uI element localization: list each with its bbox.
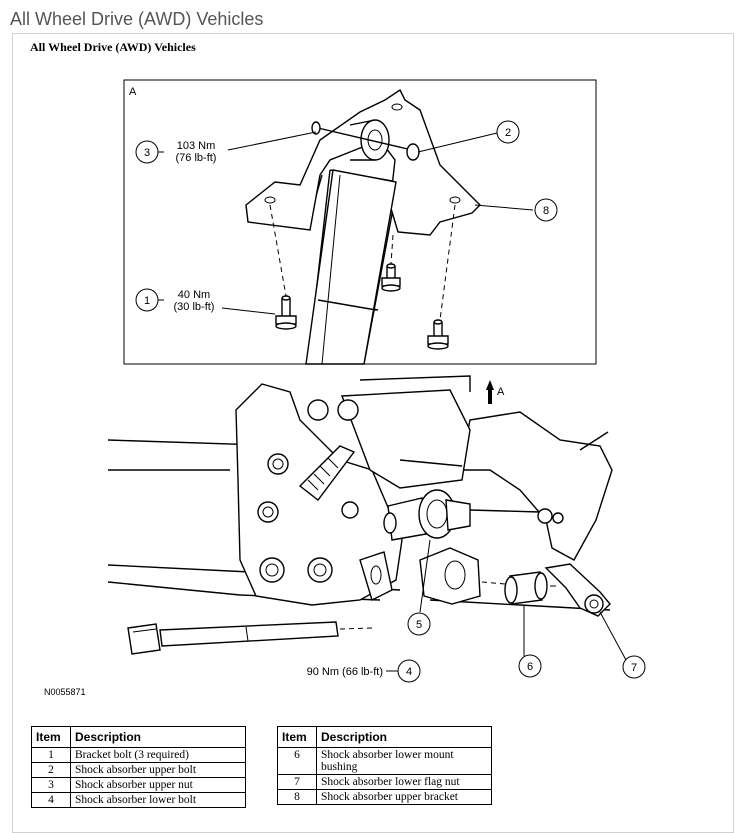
svg-text:6: 6 bbox=[527, 661, 533, 673]
document-heading: All Wheel Drive (AWD) Vehicles bbox=[30, 40, 196, 54]
bracket-bolt bbox=[275, 295, 297, 330]
callout-7: 7 bbox=[622, 655, 646, 679]
callout-1: 1 bbox=[135, 288, 159, 312]
bracket-bolt bbox=[381, 263, 401, 292]
main-suspension-drawing bbox=[107, 375, 613, 611]
item-description: Bracket bolt (3 required) bbox=[70, 747, 246, 763]
legend-table-right: Item Description 6 Shock absorber lower … bbox=[277, 726, 492, 805]
item-description: Shock absorber upper bracket bbox=[316, 789, 492, 805]
item-description: Shock absorber upper bolt bbox=[70, 762, 246, 778]
item-description: Shock absorber lower bolt bbox=[70, 792, 246, 808]
view-arrow-label: A bbox=[497, 386, 505, 398]
torque-item3-nm: 103 Nm bbox=[177, 140, 216, 152]
item-number: 8 bbox=[277, 789, 317, 805]
svg-text:7: 7 bbox=[631, 662, 637, 674]
item-description: Shock absorber upper nut bbox=[70, 777, 246, 793]
svg-text:8: 8 bbox=[543, 205, 549, 217]
callout-4: 4 bbox=[397, 659, 421, 683]
item-number: 7 bbox=[277, 774, 317, 790]
table-row: 3 Shock absorber upper nut bbox=[31, 777, 246, 793]
figure-id: N0055871 bbox=[44, 687, 86, 697]
svg-text:4: 4 bbox=[406, 666, 412, 678]
lower-mount-bushing bbox=[481, 571, 548, 605]
detail-shock-absorber-drawing bbox=[245, 88, 481, 365]
table-row: 2 Shock absorber upper bolt bbox=[31, 762, 246, 778]
table-row: 8 Shock absorber upper bracket bbox=[277, 789, 492, 805]
table-row: 4 Shock absorber lower bolt bbox=[31, 792, 246, 808]
legend-header-description: Description bbox=[316, 726, 492, 748]
bracket-bolt bbox=[427, 319, 449, 350]
callout-6: 6 bbox=[518, 654, 542, 678]
item-description: Shock absorber lower mount bushing bbox=[316, 747, 492, 775]
legend-table-left: Item Description 1 Bracket bolt (3 requi… bbox=[31, 726, 246, 808]
legend-header-item: Item bbox=[31, 726, 71, 748]
svg-text:1: 1 bbox=[144, 295, 150, 307]
callout-3: 3 bbox=[135, 140, 159, 164]
svg-text:2: 2 bbox=[505, 127, 511, 139]
table-row: 6 Shock absorber lower mount bushing bbox=[277, 747, 492, 775]
table-row: 1 Bracket bolt (3 required) bbox=[31, 747, 246, 763]
item-number: 6 bbox=[277, 747, 317, 775]
torque-item4: 90 Nm (66 lb-ft) bbox=[307, 666, 383, 678]
legend-header-description: Description bbox=[70, 726, 246, 748]
torque-item1-lbft: (30 lb-ft) bbox=[174, 301, 215, 313]
svg-text:5: 5 bbox=[416, 619, 422, 631]
legend-header-item: Item bbox=[277, 726, 317, 748]
item-number: 2 bbox=[31, 762, 71, 778]
torque-item1-nm: 40 Nm bbox=[178, 289, 210, 301]
svg-text:3: 3 bbox=[144, 147, 150, 159]
item-number: 4 bbox=[31, 792, 71, 808]
table-row: 7 Shock absorber lower flag nut bbox=[277, 774, 492, 790]
callout-2: 2 bbox=[496, 120, 520, 144]
torque-item3-lbft: (76 lb-ft) bbox=[176, 152, 217, 164]
lower-flag-nut bbox=[544, 563, 611, 617]
item-description: Shock absorber lower flag nut bbox=[316, 774, 492, 790]
lower-bolt bbox=[127, 621, 373, 655]
item-number: 3 bbox=[31, 777, 71, 793]
detail-a-label: A bbox=[129, 86, 137, 98]
item-number: 1 bbox=[31, 747, 71, 763]
callout-8: 8 bbox=[534, 198, 558, 222]
page-title: All Wheel Drive (AWD) Vehicles bbox=[10, 9, 264, 29]
callout-5: 5 bbox=[407, 612, 431, 636]
